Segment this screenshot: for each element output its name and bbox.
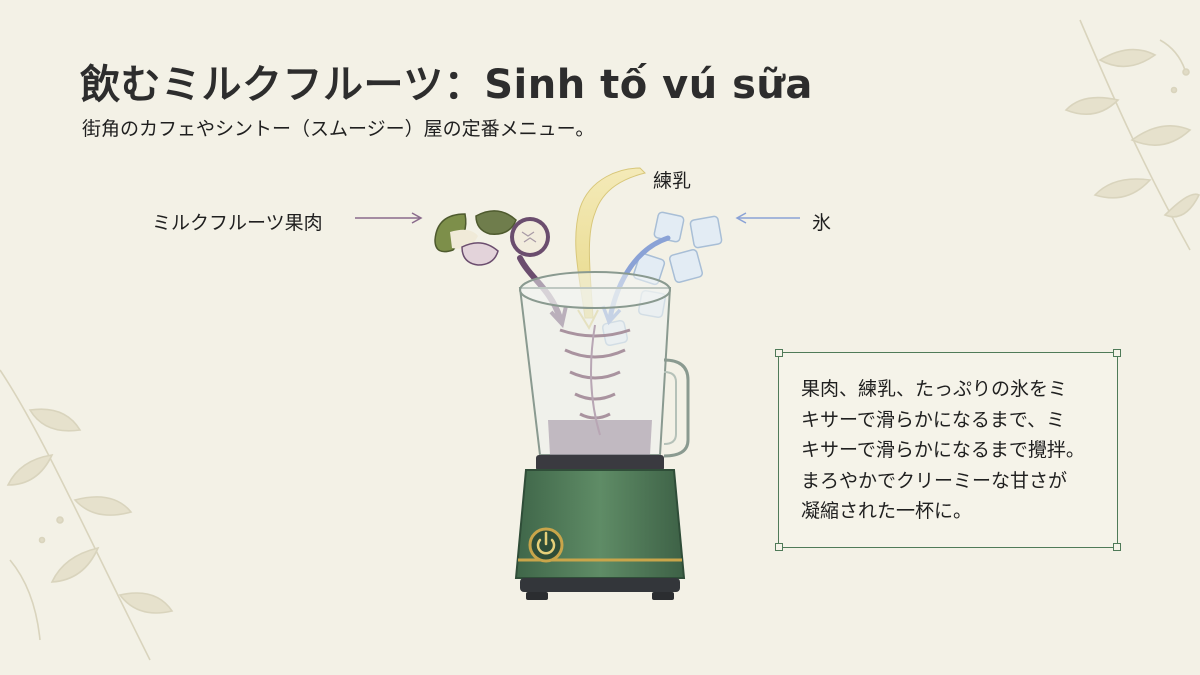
fruit-flesh-label: ミルクフルーツ果肉 <box>152 212 323 234</box>
ice-label: 氷 <box>812 212 832 234</box>
description-line: まろやかでクリーミーな甘さが <box>801 469 1068 492</box>
blender-base <box>514 455 686 600</box>
box-corner <box>775 349 783 357</box>
page-subtitle: 街角のカフェやシントー（スムージー）屋の定番メニュー。 <box>82 118 595 140</box>
fruit-label-arrow <box>355 212 423 224</box>
ice-label-arrow <box>735 212 800 224</box>
box-corner <box>1113 543 1121 551</box>
description-line: キサーで滑らかになるまで攪拌。 <box>801 439 1085 461</box>
box-corner <box>775 543 783 551</box>
description-text: 果肉、練乳、たっぷりの氷をミ キサーで滑らかになるまで、ミ キサーで滑らかになる… <box>801 374 1085 527</box>
power-icon[interactable] <box>528 527 564 563</box>
fruit-slice-icon <box>434 210 550 266</box>
description-line: 凝縮された一杯に。 <box>801 500 973 522</box>
description-box: 果肉、練乳、たっぷりの氷をミ キサーで滑らかになるまで、ミ キサーで滑らかになる… <box>775 349 1121 551</box>
description-line: 果肉、練乳、たっぷりの氷をミ <box>801 378 1068 400</box>
page-title: 飲むミルクフルーツ：Sinh tố vú sữa <box>80 62 813 108</box>
condensed-milk-label: 練乳 <box>653 170 692 192</box>
box-corner <box>1113 349 1121 357</box>
description-line: キサーで滑らかになるまで、ミ <box>801 408 1066 431</box>
blender-jar <box>518 271 690 458</box>
